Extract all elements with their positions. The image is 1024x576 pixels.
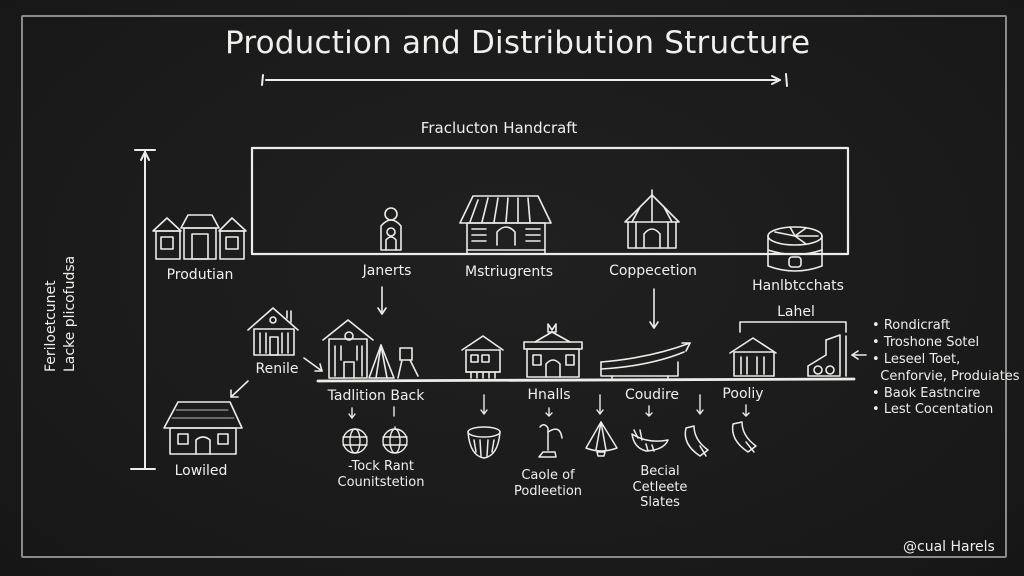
legend-item: • Baok Eastncire xyxy=(872,385,981,401)
item-label-becial-cetleete-slates: Becial Cetleete Slates xyxy=(632,464,688,511)
workshop-with-tent-icon xyxy=(322,319,419,379)
row-of-houses-icon xyxy=(152,214,247,260)
horn-icon xyxy=(684,425,709,457)
connector-arrows-left xyxy=(230,357,323,398)
node-label-janerts: Janerts xyxy=(362,263,412,279)
board-frame xyxy=(21,15,1007,558)
signature: @cual Harels xyxy=(903,539,995,555)
node-label-coudire: Coudire xyxy=(624,387,680,403)
node-label-hnalls: Hnalls xyxy=(527,387,571,403)
item-label-tock-rant: -Tock Rant Counitstetion xyxy=(337,459,425,490)
boat-icon xyxy=(600,342,691,381)
legend-item: • Troshone Sotel xyxy=(872,334,980,350)
round-hut-icon xyxy=(624,189,680,249)
legend-item: • Rondicraft xyxy=(872,318,951,333)
shrine-icon xyxy=(380,207,402,251)
globe-icons xyxy=(342,426,408,454)
tower-cart-icon xyxy=(807,334,847,377)
node-label-mstriugrents: Mstriugrents xyxy=(465,264,553,280)
connector-arrows-top xyxy=(377,286,659,329)
vertical-axis-line xyxy=(130,149,156,470)
title-underline-arrow xyxy=(261,73,788,87)
legend-pointer-arrow xyxy=(851,350,867,360)
stone-cottage-icon xyxy=(163,401,243,455)
legend-list: • Rondicraft• Troshone Sotel• Leseel Toe… xyxy=(872,318,1020,419)
bowl-icon xyxy=(467,426,501,459)
shell-icon xyxy=(631,429,669,452)
node-label-renile: Renile xyxy=(255,361,299,377)
temple-icon xyxy=(523,323,583,378)
diagram-title: Production and Distribution Structure xyxy=(225,25,811,61)
bracket-label-lahel: Lahel xyxy=(777,304,815,320)
production-handcraft-header: Fraclucton Handcraft xyxy=(420,119,578,137)
figurine-icon xyxy=(538,424,563,458)
lahel-bracket xyxy=(739,321,847,333)
connector-arrows-bottom xyxy=(348,394,750,419)
node-label-produtian: Produtian xyxy=(166,267,234,283)
thatched-house-icon xyxy=(459,195,552,255)
legend-item: • Leseel Toet, Cenforvie, Produiates xyxy=(872,351,1020,384)
node-label-pooliy: Pooliy xyxy=(722,386,764,402)
right-house-icon xyxy=(729,337,777,377)
item-label-caole-of-podleetion: Caole of Podleetion xyxy=(513,468,583,499)
farmhouse-icon xyxy=(247,307,299,356)
node-label-hanlbtcchats: Hanlbtcchats xyxy=(752,278,844,294)
legend-item: • Lest Cocentation xyxy=(872,402,994,418)
node-label-lowiled: Lowiled xyxy=(174,463,228,479)
node-label-coppecetion: Coppecetion xyxy=(609,263,697,279)
round-container-icon xyxy=(767,226,823,272)
cone-icon xyxy=(585,421,618,457)
node-label-tadlition-back: Tadlition Back xyxy=(327,388,425,404)
horn-icon-2 xyxy=(731,421,757,453)
production-box xyxy=(250,146,850,256)
distribution-baseline xyxy=(316,377,856,383)
small-house-icon xyxy=(461,335,504,379)
